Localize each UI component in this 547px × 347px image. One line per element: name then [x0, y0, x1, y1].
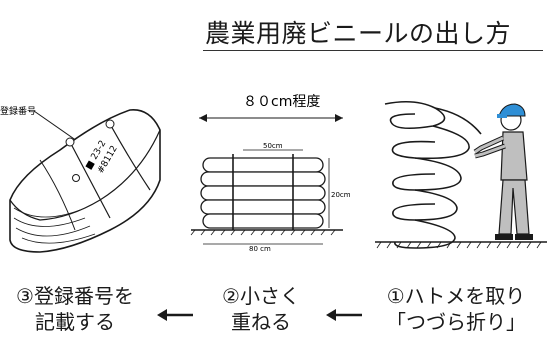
step-3-caption: ③登録番号を 記載する [0, 283, 150, 335]
zigzag-vinyl [384, 100, 482, 249]
helmet [498, 103, 526, 117]
arrow-left-icon [157, 309, 193, 321]
folding-worker-illustration [375, 92, 547, 262]
dim-bottom: 80 cm [249, 245, 271, 253]
registration-label: 登録番号 [0, 105, 36, 117]
title-underline [203, 50, 543, 51]
worker [473, 103, 533, 240]
step-1-caption: ①ハトメを取り 「つづら折り」 [367, 283, 545, 335]
dim-side: 20cm [331, 191, 351, 199]
step-3-line-2: 記載する [35, 310, 115, 334]
step-3-line-1: ③登録番号を [16, 284, 134, 308]
step-2-caption: ②小さく 重ねる [206, 283, 316, 335]
page-title: 農業用廃ビニールの出し方 [205, 19, 512, 48]
registered-bale-illustration: 登録番号 ■ 23-2 #8112 [0, 90, 170, 255]
step-1-line-1: ①ハトメを取り [386, 284, 526, 308]
dim-top: 50cm [263, 142, 283, 150]
width-label: ８０cm程度 [243, 94, 320, 110]
arrow-left-icon [326, 309, 362, 321]
stacked-layers-illustration: ８０cm程度 50cm 20cm [183, 88, 363, 258]
step-2-line-1: ②小さく [222, 284, 300, 308]
step-2-line-2: 重ねる [231, 310, 291, 334]
step-1-line-2: 「つづら折り」 [386, 310, 526, 334]
